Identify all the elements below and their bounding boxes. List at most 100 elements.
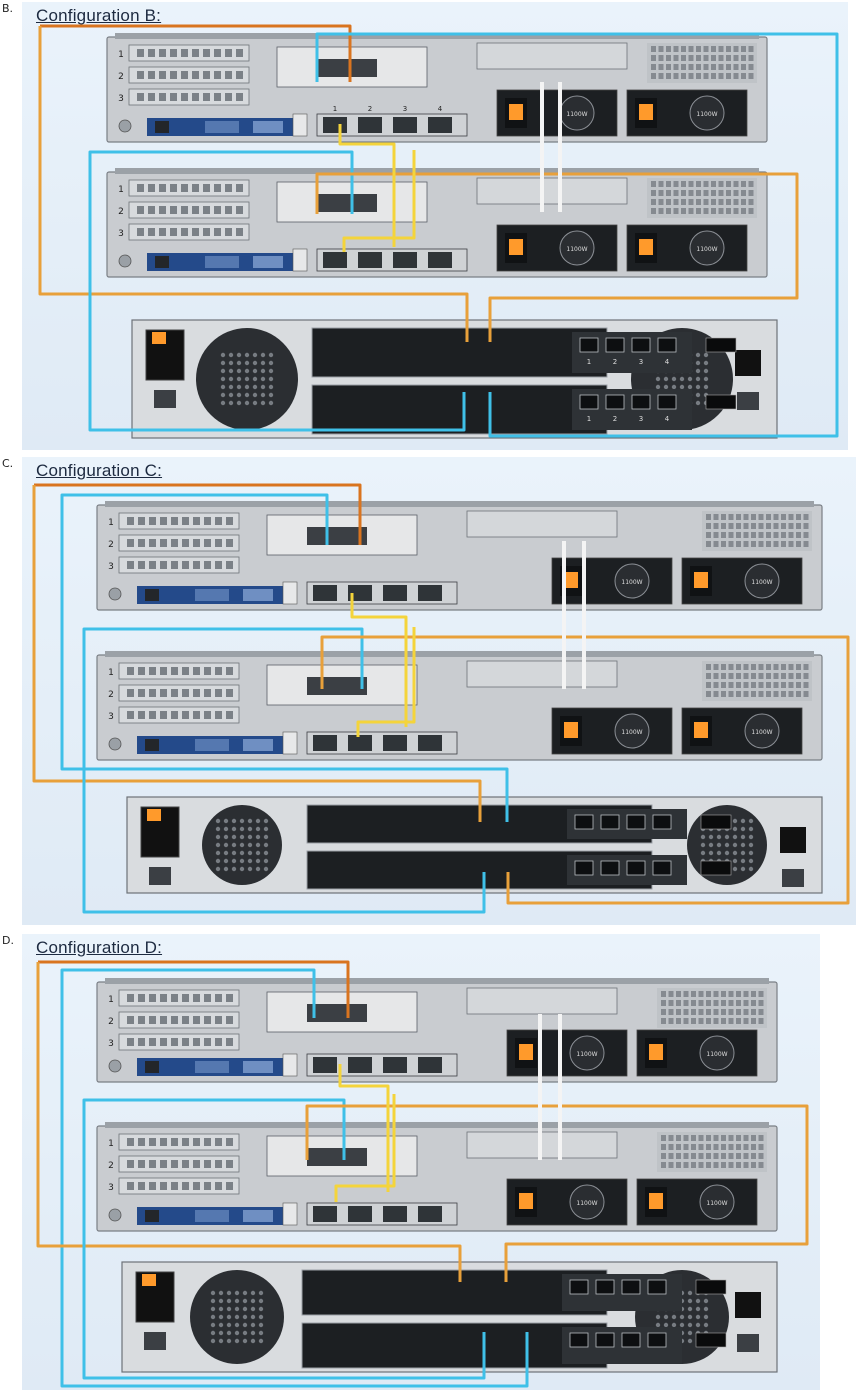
cfg-b-storage-left-fan-hole [260, 352, 266, 358]
cfg-d-storage-host-port [647, 1279, 667, 1295]
cfg-b-server-top-vent-cell [696, 73, 701, 79]
cfg-b-storage-host-port [657, 337, 677, 353]
cfg-d-server-bottom-slot-vent [160, 1160, 167, 1168]
cfg-c-storage-left-fan-hole [215, 850, 221, 856]
cfg-c-server-top-vent-cell [728, 541, 734, 547]
cfg-d-server-bottom-vent-cell [713, 1153, 719, 1159]
cfg-d-server-top-serial-port [195, 1061, 229, 1073]
cfg-d-server-top-slot-vent [193, 1016, 200, 1024]
cfg-d-server-bottom-slot-number: 3 [108, 1183, 114, 1193]
cfg-b-storage-left-fan-hole [268, 360, 274, 366]
cfg-d-server-top-vent-cell [698, 1000, 704, 1006]
cfg-d-storage-display [695, 1279, 727, 1295]
cfg-b-server-bottom-vent-cell [696, 181, 701, 187]
cfg-d-cable-yellow-b [334, 1094, 396, 1202]
cfg-c-server-top-vent-cell [706, 514, 711, 520]
cfg-d-server-top-vent-cell [668, 1009, 674, 1015]
cfg-d-storage-left-fan-hole [226, 1290, 232, 1296]
cfg-c-server-top-vent-cell [766, 532, 771, 538]
cfg-c-server-top-psu-handle [564, 572, 578, 588]
cfg-b-storage-left-fan-hole [268, 352, 274, 358]
cfg-d-server-bottom-vent-cell [706, 1135, 711, 1141]
cfg-d-server-top-slot-vent [149, 1038, 156, 1046]
cfg-b-server-bottom-vent-cell [726, 208, 731, 214]
cfg-b-server-top-vent-cell [651, 55, 656, 61]
cfg-d-storage-left-fan-hole [258, 1330, 264, 1336]
cfg-c-server-top-lip [105, 501, 814, 507]
cfg-c-server-top-vent-cell [758, 514, 764, 520]
cfg-c-cable-cyan-bottom [82, 627, 486, 914]
cfg-d-storage-left-fan-hole [234, 1330, 240, 1336]
cfg-c-server-bottom-vent-cell [781, 673, 786, 679]
cfg-c-server-top-vent-cell [766, 523, 771, 529]
cfg-c-storage-left-fan-hole [215, 834, 221, 840]
cfg-d-server-bottom-vent-cell [668, 1153, 674, 1159]
cfg-c-server-bottom-slot-vent [204, 667, 211, 675]
cfg-b-server-top-vent-cell [688, 55, 694, 61]
cfg-d-server-bottom-slot-vent [204, 1160, 211, 1168]
cfg-d-server-bottom-vent-cell [736, 1135, 741, 1141]
cfg-c-storage-left-fan-hole [215, 826, 221, 832]
cfg-d-server-top-vent-cell [743, 991, 749, 997]
cfg-c-server-top-vent-cell [773, 532, 779, 538]
cfg-c-storage-right-fan-hole [708, 850, 714, 856]
cfg-d-server-bottom-vent-cell [728, 1135, 734, 1141]
cfg-d-server-top-vent-cell [683, 1000, 689, 1006]
cfg-d-server-bottom-vent-cell [661, 1162, 666, 1168]
cfg-b-storage-left-fan-hole [228, 376, 234, 382]
cfg-b-cable-cyan-left [88, 150, 466, 432]
cfg-c-server-top-vent-cell [706, 541, 711, 547]
cfg-b-server-top-vent-cell [688, 73, 694, 79]
cfg-b-server-bottom-usb-ports [292, 248, 308, 272]
cfg-c-server-bottom-slot-number: 3 [108, 712, 114, 722]
cfg-c-server-top-slot-vent [226, 517, 233, 525]
cfg-c-server-top-vent-cell [796, 514, 801, 520]
cfg-c-storage-right-fan-hole [740, 842, 746, 848]
cfg-c-server-top-vent-cell [728, 523, 734, 529]
cfg-c-server-top-nic-port [313, 585, 337, 601]
cfg-d-storage-left-fan-hole [250, 1322, 256, 1328]
cfg-c-server-top-vent-cell [803, 532, 809, 538]
cfg-c-server-bottom-slot-vent [215, 689, 222, 697]
cfg-d-server-bottom-vent-cell [751, 1144, 756, 1150]
cfg-c-server-top-slot-vent [149, 517, 156, 525]
cfg-d-server-top-vent-cell [691, 991, 696, 997]
cfg-c-server-bottom-slot-vent [182, 711, 189, 719]
cfg-d-storage-left-fan-hole [218, 1290, 224, 1296]
cfg-c-server-bottom-slot-vent [193, 667, 200, 675]
cfg-c-server-top-slot-vent [127, 517, 134, 525]
cfg-c-server-bottom-psu-fan [614, 713, 650, 749]
cfg-b-server-top-vent-cell [681, 46, 686, 52]
cfg-b-storage-right-fan-hole [655, 376, 661, 382]
cfg-b-server-bottom-vent-cell [741, 181, 746, 187]
cfg-d-server-top-vent-cell [676, 1018, 681, 1024]
cfg-c-server-top-vent-cell [713, 541, 719, 547]
cfg-c-storage-left-fan-hole [223, 826, 229, 832]
cfg-d-storage-left-fan-hole [218, 1306, 224, 1312]
cfg-b-server-bottom-slot-vent [214, 184, 221, 192]
cfg-d-server-bottom-nic-port [348, 1206, 372, 1222]
cfg-d-server-top-slot-vent [215, 1016, 222, 1024]
cfg-c-server-top-vent-grille [702, 511, 812, 551]
cfg-b-server-top-slot-number: 3 [118, 94, 124, 104]
cfg-d-server-top-vent-cell [751, 1000, 756, 1006]
cfg-b-server-top-mgmt-port [155, 121, 169, 133]
cfg-d-server-top-psu-fan [699, 1035, 735, 1071]
cfg-b-server-top-slot-vent [203, 93, 210, 101]
cfg-c-server-bottom-vent-cell [773, 673, 779, 679]
cfg-d-server-bottom-vent-cell [698, 1144, 704, 1150]
cfg-c-storage-right-fan-hole [732, 850, 738, 856]
cfg-d-server-top-psu-handle [519, 1044, 533, 1060]
cfg-c-storage-left-fan-hole [215, 866, 221, 872]
cfg-c-server-bottom-slot-vent [182, 689, 189, 697]
cfg-b-server-bottom-slot-vent [137, 184, 144, 192]
cfg-c-server-top-slot-vent [215, 539, 222, 547]
cfg-c-storage-left-fan-hole [239, 826, 245, 832]
cfg-c-server-bottom-vent-cell [728, 682, 734, 688]
cfg-d-server-bottom-psu-fan [699, 1184, 735, 1220]
cfg-d-server-top-slot-vent [127, 1016, 134, 1024]
cfg-c-server-top-vent-cell [743, 514, 749, 520]
cfg-b-storage-right-fan-hole [703, 352, 709, 358]
cfg-c-server-top-slot-number: 2 [108, 540, 114, 550]
cfg-b-server-top-nic-card [317, 59, 377, 77]
